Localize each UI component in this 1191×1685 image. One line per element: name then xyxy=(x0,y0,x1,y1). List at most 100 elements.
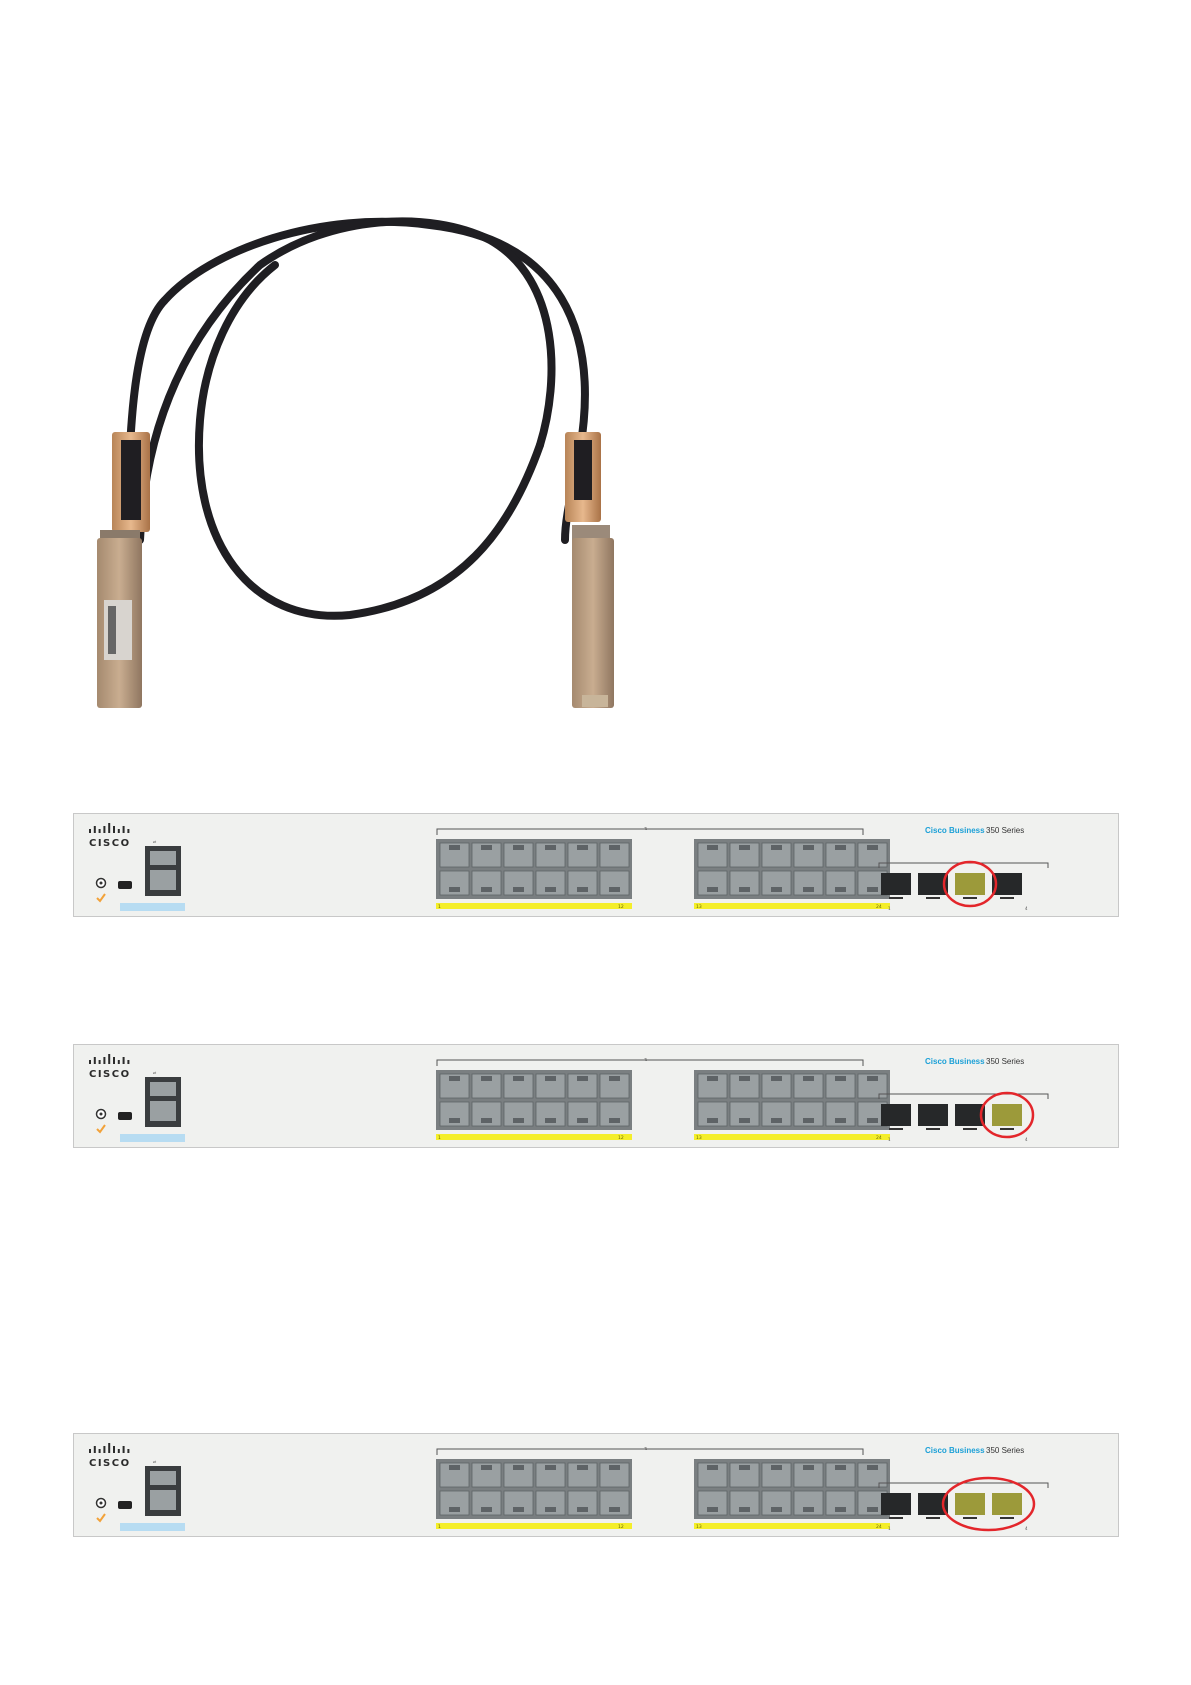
console-port[interactable] xyxy=(145,1077,181,1127)
mini-usb-port[interactable] xyxy=(118,1112,132,1120)
left-connector xyxy=(97,432,150,708)
strip-right-start: 13 xyxy=(696,1524,702,1530)
mini-usb-port[interactable] xyxy=(118,881,132,889)
rj45-port-latch xyxy=(449,887,460,892)
rj45-port-latch xyxy=(545,1118,556,1123)
sfp-port-tab xyxy=(889,897,903,899)
led-strip-left xyxy=(436,1134,632,1140)
switch-panel-2: CISCO ⇌ ⇅ 1 12 13 xyxy=(73,1044,1119,1148)
strip-left-end: 12 xyxy=(618,904,624,910)
rj45-port-latch xyxy=(739,1118,750,1123)
console-port[interactable] xyxy=(145,846,181,896)
rj45-port-latch xyxy=(481,1465,492,1470)
rj45-port-latch xyxy=(513,1118,524,1123)
rj45-port-latch xyxy=(867,845,878,850)
sfp-port-2[interactable] xyxy=(918,1104,948,1126)
rj45-port-latch xyxy=(609,845,620,850)
rj45-port-latch xyxy=(803,1507,814,1512)
rj45-port-latch xyxy=(609,1465,620,1470)
rj45-port-latch xyxy=(577,1507,588,1512)
led-strip-left xyxy=(436,1523,632,1529)
logo-bar xyxy=(108,1054,110,1064)
rj45-port-latch xyxy=(867,1118,878,1123)
logo-bar xyxy=(127,1060,129,1064)
console-strip xyxy=(120,1134,185,1142)
led-strip-right xyxy=(694,903,890,909)
rj45-port-latch xyxy=(545,1076,556,1081)
logo-bar xyxy=(89,829,91,833)
rj45-port-latch xyxy=(577,845,588,850)
rj45-port-latch xyxy=(803,845,814,850)
rj45-port-latch xyxy=(513,1076,524,1081)
sfp-port-tab xyxy=(963,1128,977,1130)
cisco-logo-text: CISCO xyxy=(89,838,131,849)
logo-bar xyxy=(99,1060,101,1064)
rj45-port-latch xyxy=(835,1507,846,1512)
strip-left-start: 1 xyxy=(438,1524,441,1530)
rj45-port-latch xyxy=(707,1076,718,1081)
led-strip-left xyxy=(436,903,632,909)
rj45-port-latch xyxy=(771,1465,782,1470)
rj45-port-block-2 xyxy=(694,1070,890,1130)
sfp-port-tab xyxy=(963,1517,977,1519)
strip-right-start: 13 xyxy=(696,904,702,910)
sfp-port-1[interactable] xyxy=(881,873,911,895)
rj45-port-latch xyxy=(545,1507,556,1512)
strip-right-end: 24 xyxy=(876,904,882,910)
rj45-port-latch xyxy=(545,1465,556,1470)
brand-label: Cisco Business xyxy=(925,826,985,835)
sfp-port-tab xyxy=(889,1128,903,1130)
rj45-port-latch xyxy=(867,1507,878,1512)
rj45-port-latch xyxy=(739,887,750,892)
logo-bar xyxy=(108,1443,110,1453)
rj45-port-latch xyxy=(867,887,878,892)
logo-bar xyxy=(103,1057,105,1064)
sfp-port-3[interactable] xyxy=(955,873,985,895)
rj45-port-latch xyxy=(513,887,524,892)
sfp-port-tab xyxy=(1000,1517,1014,1519)
rj45-port-latch xyxy=(867,1465,878,1470)
cable-wire xyxy=(128,221,585,615)
switch-panel-1: CISCO ⇌ ⇅ 1 12 13 xyxy=(73,813,1119,917)
rj45-port-latch xyxy=(609,1118,620,1123)
logo-bar xyxy=(108,823,110,833)
rj45-port-latch xyxy=(609,1076,620,1081)
rj45-port-latch xyxy=(577,1465,588,1470)
logo-bar xyxy=(99,829,101,833)
sfp-port-1[interactable] xyxy=(881,1493,911,1515)
rj45-port-block-2 xyxy=(694,1459,890,1519)
logo-bar xyxy=(113,826,115,833)
rj45-port-latch xyxy=(835,1118,846,1123)
logo-bar xyxy=(94,1057,96,1064)
series-label: 350 Series xyxy=(986,1446,1024,1455)
sfp-port-4[interactable] xyxy=(992,1493,1022,1515)
dac-cable-image xyxy=(0,0,1191,760)
rj45-port-latch xyxy=(835,1076,846,1081)
rj45-port-latch xyxy=(835,887,846,892)
mini-usb-port[interactable] xyxy=(118,1501,132,1509)
sfp-port-4[interactable] xyxy=(992,1104,1022,1126)
console-port[interactable] xyxy=(145,1466,181,1516)
rj45-port-latch xyxy=(481,887,492,892)
rj45-port-latch xyxy=(513,1465,524,1470)
rj45-port-latch xyxy=(739,1465,750,1470)
rj45-port-latch xyxy=(739,1076,750,1081)
logo-bar xyxy=(127,1449,129,1453)
sfp-port-1[interactable] xyxy=(881,1104,911,1126)
rj45-port-latch xyxy=(577,1076,588,1081)
rj45-port-block-1 xyxy=(436,1459,632,1519)
rj45-port-latch xyxy=(771,1076,782,1081)
rj45-port-latch xyxy=(481,845,492,850)
rj45-port-latch xyxy=(513,1507,524,1512)
rj45-port-latch xyxy=(481,1076,492,1081)
strip-left-end: 12 xyxy=(618,1524,624,1530)
rj45-port-latch xyxy=(707,1507,718,1512)
rj45-port-latch xyxy=(739,845,750,850)
logo-bar xyxy=(103,1446,105,1453)
rj45-port-latch xyxy=(803,887,814,892)
rj45-port-latch xyxy=(771,1118,782,1123)
sfp-port-tab xyxy=(926,1128,940,1130)
sfp-port-3[interactable] xyxy=(955,1493,985,1515)
rj45-port-latch xyxy=(449,845,460,850)
strip-right-start: 13 xyxy=(696,1135,702,1141)
